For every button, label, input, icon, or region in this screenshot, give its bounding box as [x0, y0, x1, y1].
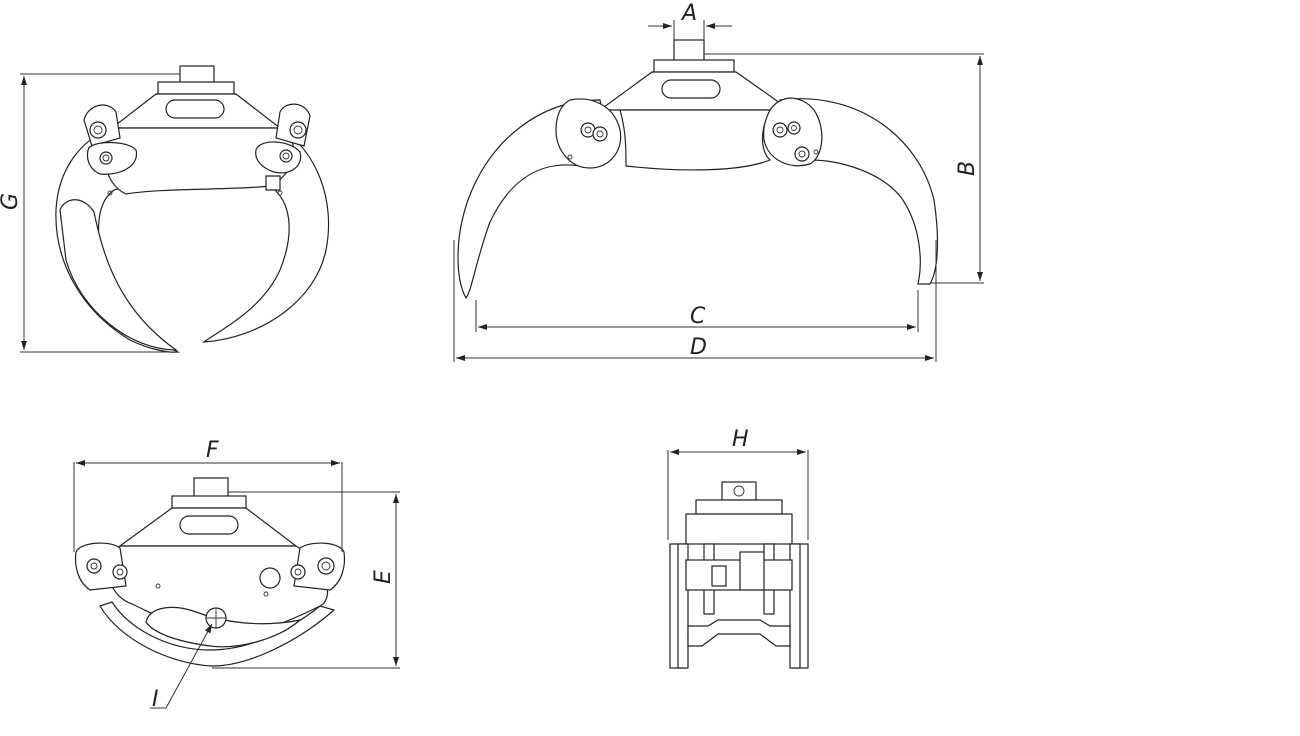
dimension-label-e: E — [371, 570, 396, 584]
dimension-label-g: G — [0, 193, 23, 210]
dimension-label-c: C — [690, 304, 706, 329]
front-view: H — [667, 427, 809, 669]
closed-grapple-log-view: F E I — [73, 438, 400, 712]
dimension-label-i: I — [152, 687, 159, 712]
open-grapple-view: A B C D — [453, 1, 984, 362]
closed-grapple-view: G — [0, 65, 330, 353]
dimension-label-b: B — [955, 161, 980, 176]
dimension-label-h: H — [732, 427, 749, 452]
dimension-label-f: F — [206, 438, 219, 463]
dimension-label-d: D — [690, 335, 707, 360]
dimension-label-a: A — [680, 1, 697, 26]
